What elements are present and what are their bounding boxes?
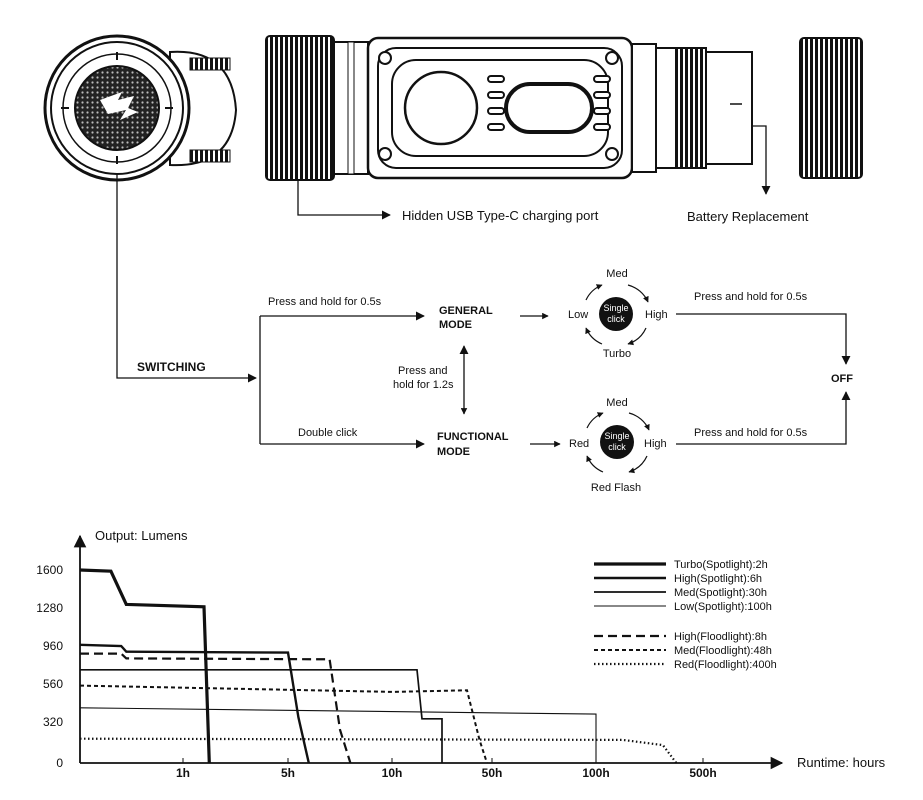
functional-redflash-label: Red Flash	[591, 482, 641, 494]
series-line-4	[80, 652, 352, 764]
headlamp-head-illustration	[43, 34, 238, 182]
press-hold-05-label: Press and hold for 0.5s	[268, 296, 382, 308]
functional-single-label-1: Single	[604, 431, 629, 441]
usb-port-label: Hidden USB Type-C charging port	[402, 208, 599, 223]
general-mode-cycle: Single click Med Low High Turbo	[568, 268, 668, 360]
mode-flow-diagram: SWITCHING Press and hold for 0.5s Double…	[116, 175, 853, 494]
switching-arrow	[116, 175, 257, 383]
functional-mode-cycle: Single click Med Red High Red Flash	[569, 397, 667, 494]
functional-red-label: Red	[569, 438, 589, 450]
y-axis-label: Output: Lumens	[95, 528, 188, 543]
functional-mode-label-1: FUNCTIONAL	[437, 431, 509, 443]
legend-label: High(Floodlight):8h	[674, 631, 767, 643]
legend-label: Red(Floodlight):400h	[674, 659, 777, 671]
switching-label: SWITCHING	[137, 360, 206, 374]
general-high-label: High	[645, 309, 668, 321]
legend-label: High(Spotlight):6h	[674, 573, 762, 585]
general-med-label: Med	[606, 268, 627, 280]
x-tick-label: 10h	[382, 766, 403, 780]
legend-label: Turbo(Spotlight):2h	[674, 559, 768, 571]
x-axis-label: Runtime: hours	[797, 755, 886, 770]
x-tick-label: 1h	[176, 766, 190, 780]
y-tick-label: 0	[56, 756, 63, 770]
press-hold-05-out-label-2: Press and hold for 0.5s	[694, 427, 808, 439]
series-line-6	[79, 737, 678, 764]
legend-label: Med(Spotlight):30h	[674, 587, 767, 599]
x-tick-label: 100h	[582, 766, 609, 780]
x-tick-label: 50h	[482, 766, 503, 780]
general-single-label-1: Single	[603, 303, 628, 313]
series-line-0	[79, 568, 211, 764]
y-tick-label: 320	[43, 715, 63, 729]
series-line-1	[79, 643, 310, 764]
series-line-2	[80, 668, 443, 763]
functional-single-label-2: click	[608, 442, 626, 452]
general-low-label: Low	[568, 309, 588, 321]
general-turbo-label: Turbo	[603, 348, 631, 360]
legend-label: Low(Spotlight):100h	[674, 601, 772, 613]
y-tick-label: 960	[43, 639, 63, 653]
press-hold-05-out-label-1: Press and hold for 0.5s	[694, 291, 808, 303]
legend-label: Med(Floodlight):48h	[674, 645, 772, 657]
series-line-5	[79, 684, 488, 764]
general-mode-label-1: GENERAL	[439, 305, 493, 317]
off-label: OFF	[831, 373, 853, 385]
general-single-label-2: click	[607, 314, 625, 324]
functional-med-label: Med	[606, 397, 627, 409]
runtime-chart: Output: Lumens Runtime: hours 0 320 560 960…	[36, 528, 885, 780]
series-line-3	[79, 707, 597, 763]
x-tick-label: 5h	[281, 766, 295, 780]
y-tick-label: 560	[43, 677, 63, 691]
double-click-label: Double click	[298, 427, 358, 439]
press-hold-12-label-2: hold for 1.2s	[393, 379, 454, 391]
functional-high-label: High	[644, 438, 667, 450]
y-tick-label: 1280	[36, 601, 63, 615]
press-hold-12-label-1: Press and	[398, 365, 448, 377]
y-tick-label: 1600	[36, 563, 63, 577]
general-mode-label-2: MODE	[439, 319, 472, 331]
x-tick-label: 500h	[689, 766, 716, 780]
flashlight-body-illustration	[265, 35, 863, 181]
battery-callout-arrow	[752, 125, 771, 195]
functional-mode-label-2: MODE	[437, 446, 470, 458]
usb-callout-arrow	[297, 180, 391, 220]
battery-replacement-label: Battery Replacement	[687, 209, 809, 224]
